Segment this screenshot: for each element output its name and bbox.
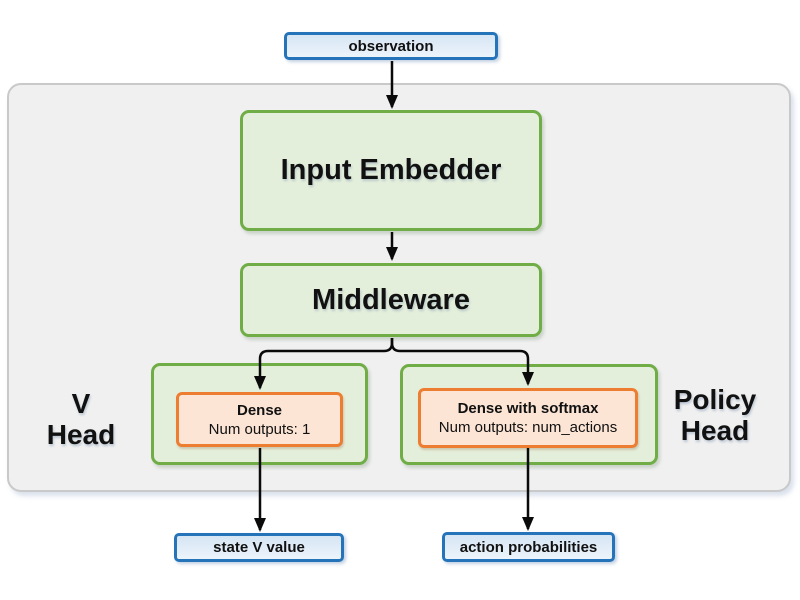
observation-label: observation (348, 37, 434, 55)
input-embedder-label: Input Embedder (280, 154, 502, 186)
policy-dense-node: Dense with softmax Num outputs: num_acti… (418, 388, 638, 448)
observation-node: observation (284, 32, 498, 60)
policy-dense-subtitle: Num outputs: num_actions (438, 419, 618, 436)
input-embedder-node: Input Embedder (240, 110, 542, 231)
middleware-node: Middleware (240, 263, 542, 337)
policy-head-label-line2: Head (680, 415, 750, 446)
policy-head-label: Policy Head (658, 384, 772, 446)
action-probabilities-node: action probabilities (442, 532, 615, 562)
v-head-label: V Head (24, 388, 138, 450)
action-probabilities-label: action probabilities (459, 538, 598, 556)
v-dense-subtitle: Num outputs: 1 (208, 420, 311, 438)
v-head-label-line1: V (71, 388, 91, 419)
policy-dense-title: Dense with softmax (457, 400, 599, 417)
middleware-label: Middleware (312, 283, 470, 316)
v-dense-title: Dense (236, 401, 283, 419)
v-dense-node: Dense Num outputs: 1 (176, 392, 343, 447)
state-v-value-node: state V value (174, 533, 344, 562)
v-head-label-line2: Head (46, 419, 116, 450)
state-v-value-label: state V value (213, 539, 305, 556)
policy-head-label-line1: Policy (673, 384, 757, 415)
